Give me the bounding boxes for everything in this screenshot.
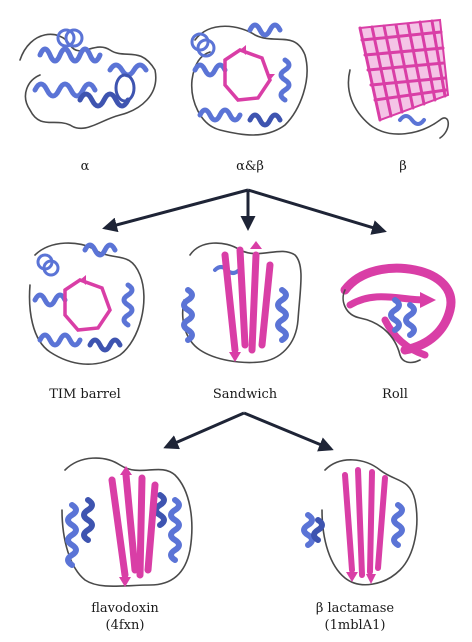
alpha-fold-structure (19, 28, 157, 130)
flavodoxin-structure (61, 457, 193, 588)
flavodoxin-id-label: (4fxn) (105, 618, 145, 633)
beta-label: β (399, 159, 407, 174)
beta-fold-structure (347, 18, 450, 139)
alpha-beta-label: α&β (236, 159, 264, 174)
branch-arrows-bottom (163, 411, 334, 452)
alpha-beta-fold-structure (190, 22, 308, 136)
sandwich-label: Sandwich (212, 387, 278, 402)
beta-lactamase-id-label: (1mblA1) (324, 618, 386, 633)
alpha-label: α (80, 159, 90, 174)
roll-label: Roll (382, 387, 408, 402)
branch-arrows-top (102, 188, 387, 235)
tim-barrel-structure (28, 242, 145, 366)
roll-structure (340, 263, 456, 364)
beta-lactamase-structure (301, 459, 418, 586)
flavodoxin-label: flavodoxin (91, 601, 159, 616)
tim-barrel-label: TIM barrel (49, 387, 121, 402)
sandwich-structure (181, 241, 302, 364)
beta-lactamase-label: β lactamase (315, 601, 395, 616)
